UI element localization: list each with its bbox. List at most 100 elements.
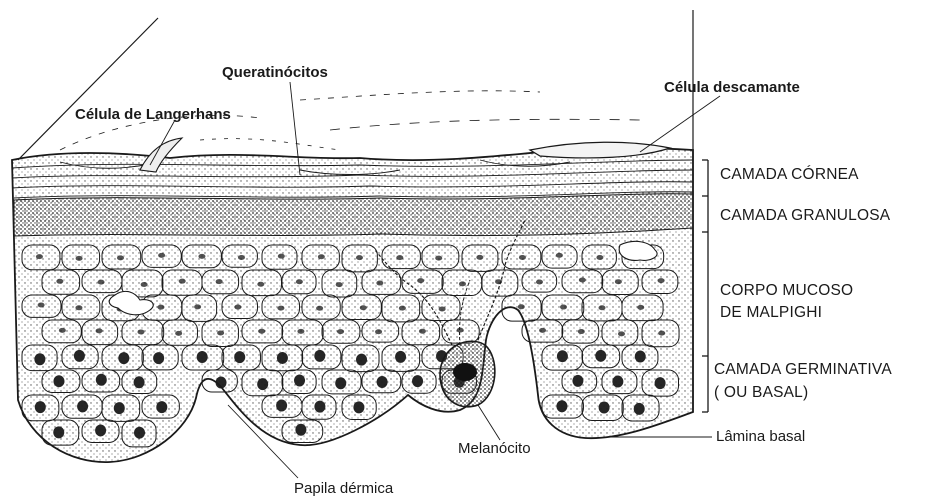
- cell-nucleus: [156, 401, 167, 413]
- cell-nucleus: [76, 256, 83, 261]
- cell-nucleus: [134, 376, 145, 388]
- cell-nucleus: [96, 328, 103, 333]
- cell-nucleus: [141, 282, 148, 287]
- cell-nucleus: [375, 329, 382, 334]
- cell-nucleus: [216, 376, 227, 388]
- cell-nucleus: [419, 329, 426, 334]
- cell-nucleus: [655, 377, 666, 389]
- label-basal-lamina: Lâmina basal: [716, 428, 805, 446]
- label-desquamating-cell: Célula descamante: [664, 79, 800, 97]
- cell-nucleus: [519, 255, 526, 260]
- cell-nucleus: [278, 254, 285, 259]
- cell-nucleus: [179, 279, 186, 284]
- cell-nucleus: [395, 351, 406, 363]
- cell-nucleus: [137, 329, 144, 334]
- label-malpighi-line2: DE MALPIGHI: [720, 304, 822, 322]
- cell-nucleus: [234, 351, 245, 363]
- cell-nucleus: [153, 352, 164, 364]
- cell-nucleus: [417, 278, 424, 283]
- cell-nucleus: [579, 278, 586, 283]
- cell-nucleus: [36, 254, 43, 259]
- cell-nucleus: [459, 281, 466, 286]
- cell-nucleus: [476, 255, 483, 260]
- label-melanocyte: Melanócito: [458, 440, 531, 458]
- cell-nucleus: [75, 305, 82, 310]
- cell-nucleus: [360, 305, 367, 310]
- cell-nucleus: [377, 376, 388, 388]
- cell-nucleus: [238, 255, 245, 260]
- cell-nucleus: [258, 329, 265, 334]
- cell-nucleus: [539, 328, 546, 333]
- cell-nucleus: [314, 350, 325, 362]
- cell-nucleus: [560, 305, 567, 310]
- cell-nucleus: [314, 401, 325, 413]
- cell-nucleus: [316, 306, 323, 311]
- cell-nucleus: [53, 375, 64, 387]
- label-langerhans-cell: Célula de Langerhans: [75, 106, 231, 124]
- cell-nucleus: [596, 255, 603, 260]
- cell-nucleus: [35, 401, 46, 413]
- cell-nucleus: [197, 351, 208, 363]
- cell-nucleus: [74, 350, 85, 362]
- cell-nucleus: [194, 304, 201, 309]
- cell-nucleus: [234, 305, 241, 310]
- cell-nucleus: [578, 329, 585, 334]
- cell-nucleus: [637, 305, 644, 310]
- cell-nucleus: [337, 329, 344, 334]
- label-malpighi-line1: CORPO MUCOSO: [720, 282, 853, 300]
- label-dermal-papilla: Papila dérmica: [294, 480, 393, 498]
- cell-nucleus: [635, 350, 646, 362]
- cell-nucleus: [158, 253, 165, 258]
- cell-nucleus: [257, 282, 264, 287]
- cell-nucleus: [599, 305, 606, 310]
- granular-layer: [14, 194, 693, 236]
- cell-nucleus: [353, 401, 364, 413]
- cell-nucleus: [634, 403, 645, 415]
- label-cornified-layer: CAMADA CÓRNEA: [720, 166, 859, 184]
- cell-nucleus: [412, 375, 423, 387]
- cell-nucleus: [296, 279, 303, 284]
- cell-nucleus: [277, 352, 288, 364]
- cell-nucleus: [294, 374, 305, 386]
- cell-nucleus: [658, 331, 665, 336]
- cell-nucleus: [216, 279, 223, 284]
- cell-nucleus: [257, 378, 268, 390]
- cell-nucleus: [439, 307, 446, 312]
- cell-nucleus: [198, 254, 205, 259]
- cell-nucleus: [297, 329, 304, 334]
- label-germinative-line1: CAMADA GERMINATIVA: [714, 361, 892, 379]
- label-germinative-line2: ( OU BASAL): [714, 384, 808, 402]
- cell-nucleus: [318, 254, 325, 259]
- cell-nucleus: [134, 427, 145, 439]
- cell-nucleus: [53, 426, 64, 438]
- cell-nucleus: [595, 350, 606, 362]
- cell-nucleus: [34, 353, 45, 365]
- cell-nucleus: [98, 280, 105, 285]
- cell-nucleus: [157, 305, 164, 310]
- cell-nucleus: [276, 400, 287, 412]
- cell-nucleus: [217, 330, 224, 335]
- cell-nucleus: [518, 304, 525, 309]
- cell-nucleus: [356, 255, 363, 260]
- cell-nucleus: [77, 400, 88, 412]
- cell-nucleus: [658, 278, 665, 283]
- cell-nucleus: [38, 303, 45, 308]
- cell-nucleus: [435, 256, 442, 261]
- cell-nucleus: [114, 402, 125, 414]
- cell-nucleus: [117, 255, 124, 260]
- cell-nucleus: [95, 424, 106, 436]
- cell-nucleus: [376, 281, 383, 286]
- cell-nucleus: [572, 375, 583, 387]
- cell-nucleus: [59, 328, 66, 333]
- cell-nucleus: [618, 331, 625, 336]
- cell-nucleus: [56, 279, 63, 284]
- cell-nucleus: [556, 253, 563, 258]
- cell-nucleus: [118, 352, 129, 364]
- cell-nucleus: [96, 374, 107, 386]
- cell-nucleus: [457, 328, 464, 333]
- cell-nucleus: [336, 282, 343, 287]
- cell-nucleus: [556, 400, 567, 412]
- cell-nucleus: [175, 331, 182, 336]
